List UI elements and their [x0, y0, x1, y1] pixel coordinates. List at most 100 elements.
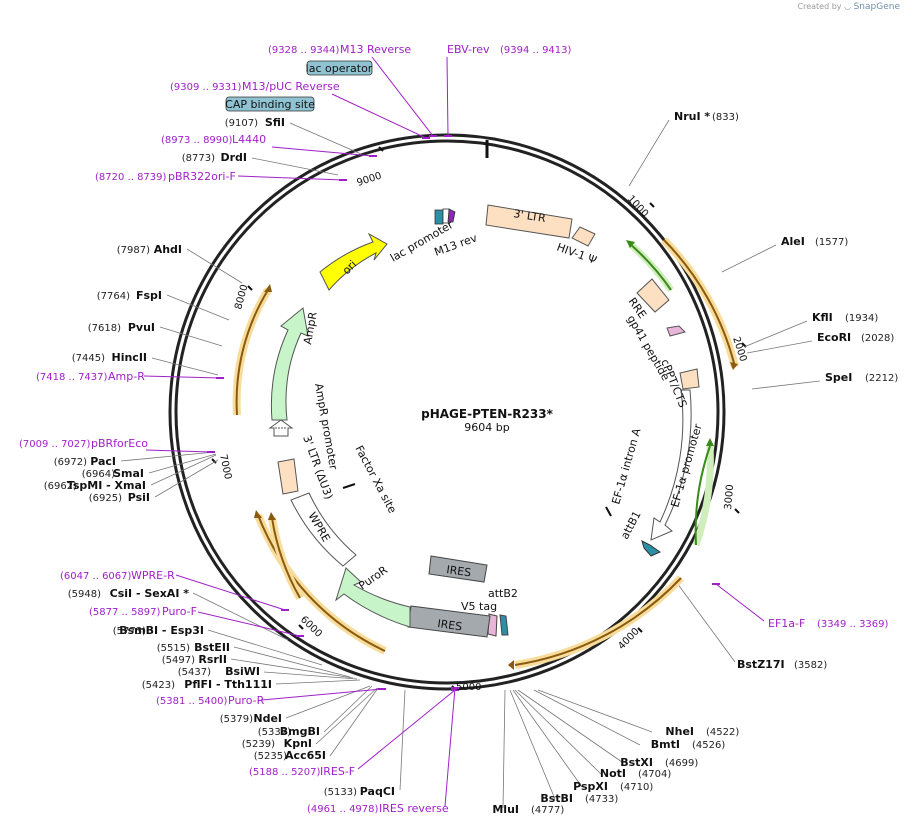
site-name[interactable]: Acc65I: [285, 749, 326, 762]
site-name[interactable]: KpnI: [284, 737, 312, 750]
feature-cppt[interactable]: [679, 368, 700, 390]
primer-leader-line: [143, 375, 221, 379]
primer-name[interactable]: M13/pUC Reverse: [242, 80, 340, 93]
primer-name[interactable]: EF1a-F: [768, 617, 805, 630]
feature-puror[interactable]: [335, 567, 411, 628]
site-name[interactable]: RsrII: [198, 653, 227, 666]
tick-mark: [649, 202, 655, 208]
feature-hiv-psi[interactable]: [571, 226, 596, 247]
site-leader-line: [120, 451, 216, 462]
site-position: (4733): [585, 794, 618, 805]
primer-name[interactable]: IRES reverse: [379, 802, 449, 815]
primer-name[interactable]: pBR322ori-F: [168, 170, 236, 183]
orf-arc-2-glow: [514, 575, 684, 669]
feature-ori[interactable]: [319, 232, 388, 291]
site-name[interactable]: PspXI: [573, 780, 608, 793]
orf-arc-4[interactable]: [271, 517, 301, 599]
primer-name[interactable]: Puro-R: [228, 694, 265, 707]
orf-arc-3[interactable]: [257, 514, 386, 652]
feature-ampr[interactable]: [270, 307, 309, 421]
lac-operator-box[interactable]: [306, 60, 373, 76]
site-name[interactable]: AhdI: [154, 243, 182, 256]
site-leader-line: [323, 685, 373, 733]
site-position: (4704): [638, 769, 671, 780]
label-hiv-psi: HIV-1 Ψ: [555, 241, 599, 268]
primer-name[interactable]: WPRE-R: [131, 569, 175, 582]
site-name[interactable]: PacI: [90, 455, 116, 468]
site-name[interactable]: PvuI: [128, 321, 155, 334]
label-3-ltr: 3' LTR: [513, 207, 547, 225]
primer-name[interactable]: Puro-F: [162, 605, 197, 618]
site-name[interactable]: BsiWI: [225, 665, 260, 678]
site-name[interactable]: NheI: [665, 725, 694, 738]
feature-ires-top[interactable]: [428, 555, 488, 583]
site-name[interactable]: PsiI: [128, 491, 150, 504]
site-leader-line: [514, 689, 602, 775]
site-leader-line: [676, 582, 736, 663]
site-leader-line: [512, 689, 583, 788]
site-name[interactable]: NruI *: [674, 110, 710, 123]
site-position: (5773): [113, 626, 146, 637]
site-name[interactable]: NotI: [600, 767, 626, 780]
primer-name[interactable]: EBV-rev: [447, 43, 490, 56]
cap-binding-site-box[interactable]: [225, 96, 315, 112]
primer-leader-line: [197, 611, 301, 637]
tick-mark: [734, 508, 740, 514]
primer-leader-line: [371, 56, 434, 137]
site-name[interactable]: SfiI: [265, 116, 285, 129]
site-name[interactable]: BstXI: [620, 756, 653, 769]
site-name[interactable]: BstEII: [194, 641, 230, 654]
orf-arc-5[interactable]: [235, 289, 269, 416]
site-name[interactable]: BmgBI: [280, 725, 320, 738]
site-name[interactable]: BmtI: [651, 738, 680, 751]
site-position: (5948): [68, 589, 101, 600]
site-name[interactable]: PaqCI: [360, 785, 395, 798]
site-name[interactable]: DrdI: [220, 151, 247, 164]
site-name[interactable]: EcoRI: [817, 331, 851, 344]
site-position: (6962): [44, 481, 77, 492]
orf-arc-2-arrow: [508, 660, 514, 670]
primer-name[interactable]: Amp-R: [108, 370, 145, 383]
site-position: (5497): [162, 655, 195, 666]
feature-wpre[interactable]: [290, 492, 357, 567]
site-name[interactable]: BsmBI - Esp3I: [119, 624, 204, 637]
primer-name[interactable]: M13 Reverse: [340, 43, 411, 56]
watermark-brand: SnapGene: [853, 2, 900, 12]
site-name[interactable]: HincII: [111, 351, 147, 364]
primer-name[interactable]: IRES-F: [320, 765, 355, 778]
site-name[interactable]: CsiI - SexAI *: [110, 587, 190, 600]
site-name[interactable]: MluI: [492, 803, 519, 816]
site-name[interactable]: TspMI - XmaI: [67, 479, 146, 492]
feature-attb1[interactable]: [641, 540, 662, 557]
primer-leader-line: [261, 688, 383, 701]
feature-gp41[interactable]: [666, 325, 686, 337]
site-name[interactable]: KflI: [812, 311, 833, 324]
site-name[interactable]: NdeI: [253, 712, 282, 725]
primer-name[interactable]: pBRforEco: [91, 437, 148, 450]
feature-3-ltr-du3[interactable]: [277, 458, 299, 495]
primer-position: (9394 .. 9413): [500, 45, 572, 56]
feature-ef1a-promoter[interactable]: [650, 389, 692, 541]
primer-leader-line: [715, 583, 765, 622]
orf-arc-1[interactable]: [663, 239, 736, 368]
site-leader-line: [509, 689, 556, 800]
primer-name[interactable]: L4440: [232, 133, 266, 146]
feature-3-ltr[interactable]: [485, 204, 573, 239]
site-name[interactable]: AleI: [781, 235, 805, 248]
watermark: Created by ◡ SnapGene: [798, 2, 901, 12]
site-name[interactable]: BstZ17I: [737, 658, 785, 671]
site-name[interactable]: PflFI - Tth111I: [184, 678, 272, 691]
site-name[interactable]: FspI: [136, 289, 162, 302]
site-leader-line: [151, 357, 219, 376]
site-name[interactable]: SmaI: [113, 467, 144, 480]
site-name[interactable]: BstBI: [540, 792, 573, 805]
site-position: (9107): [225, 118, 258, 129]
site-name[interactable]: SpeI: [825, 371, 852, 384]
feature-rre[interactable]: [636, 278, 670, 313]
site-position: (5133): [324, 787, 357, 798]
site-position: (2212): [865, 373, 898, 384]
orf-arc-2[interactable]: [514, 577, 682, 666]
tick-mark: [247, 285, 253, 291]
feature-attb2[interactable]: [499, 614, 509, 636]
orf-arc-1-glow: [661, 237, 739, 368]
